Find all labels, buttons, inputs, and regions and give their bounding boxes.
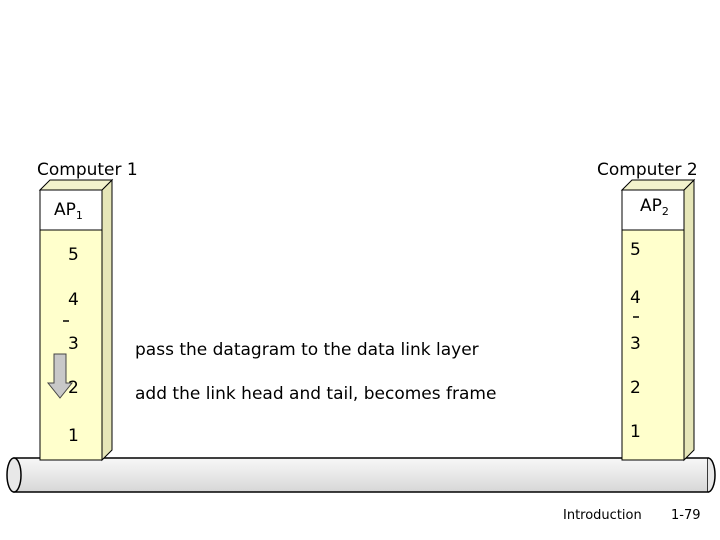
c1-layer-5: 5 (68, 245, 79, 265)
physical-link-pipe (6, 457, 716, 493)
c2-layer-2: 2 (630, 378, 641, 398)
layer-ticks (63, 316, 639, 322)
footer-title: Introduction (563, 508, 642, 523)
c1-layer-4: 4 (68, 290, 79, 310)
c1-layer-2: 2 (68, 378, 79, 398)
c2-layer-1: 1 (630, 422, 641, 442)
c2-layer-5: 5 (630, 240, 641, 260)
footer-page-number: 1-79 (671, 508, 701, 523)
c2-layer-3: 3 (630, 334, 641, 354)
ap-1-label: AP1 (54, 200, 83, 222)
c2-layer-4: 4 (630, 288, 641, 308)
computer-2-stack (620, 178, 696, 462)
computer-2-label: Computer 2 (597, 160, 698, 180)
computer-1-label: Computer 1 (37, 160, 138, 180)
ap-2-label: AP2 (640, 196, 669, 218)
c1-layer-1: 1 (68, 426, 79, 446)
c1-layer-3: 3 (68, 334, 79, 354)
layer-3-description: pass the datagram to the data link layer (135, 340, 479, 360)
layer-2-description: add the link head and tail, becomes fram… (135, 384, 497, 404)
computer-1-stack (38, 178, 114, 462)
down-arrow-icon (46, 353, 74, 399)
